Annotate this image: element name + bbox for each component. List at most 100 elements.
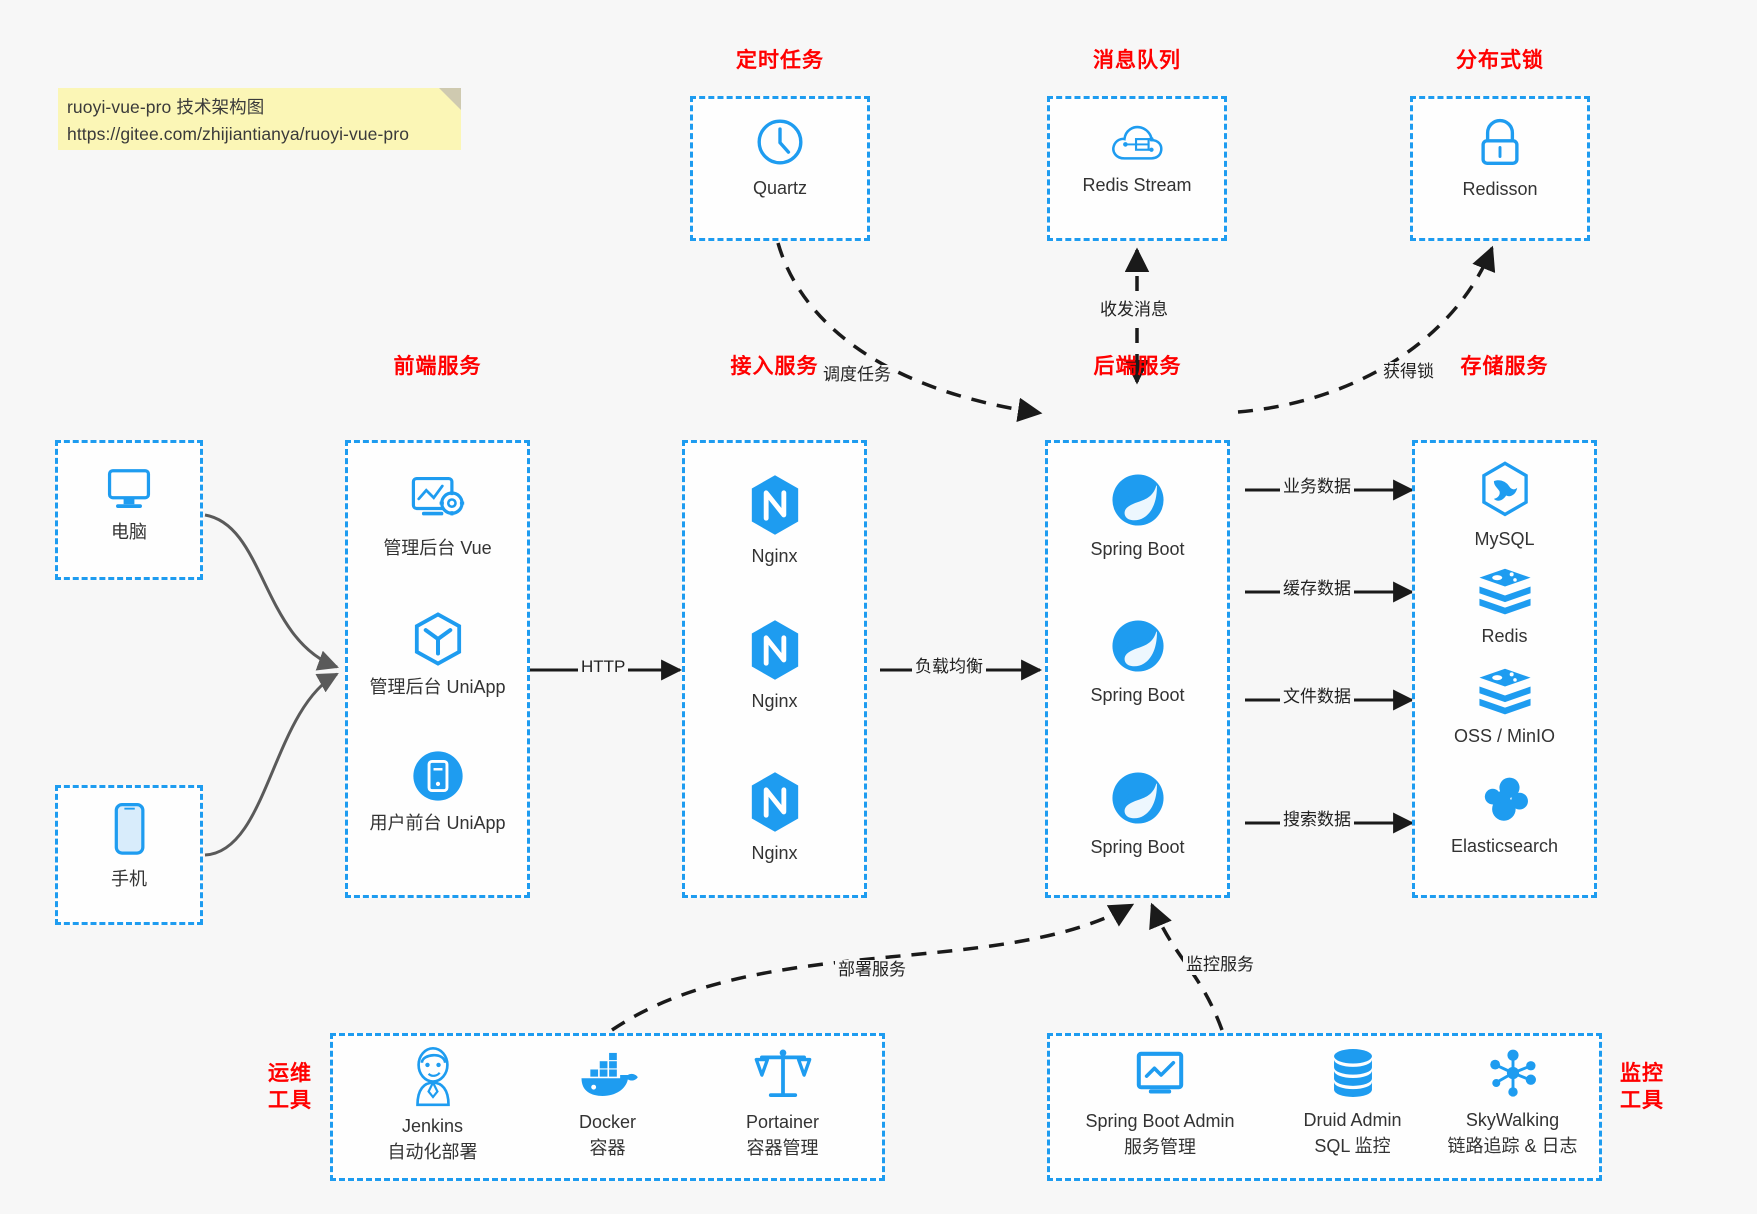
node-sublabel-skywalking: 链路追踪 & 日志 <box>1447 1136 1578 1156</box>
node-nginx-1[interactable]: Nginx <box>687 473 862 569</box>
node-admin-uniapp[interactable]: 管理后台 UniApp <box>350 610 525 700</box>
spring-leaf-icon <box>1108 470 1168 530</box>
elasticsearch-icon <box>1477 773 1533 827</box>
group-title-distributed-lock: 分布式锁 <box>1456 49 1544 72</box>
mysql-dolphin-icon <box>1476 460 1534 520</box>
node-phone[interactable]: 手机 <box>60 800 198 892</box>
node-springboot-3[interactable]: Spring Boot <box>1050 768 1225 860</box>
node-label-springboot-1: Spring Boot <box>1090 539 1185 559</box>
node-redis-stream[interactable]: Redis Stream <box>1057 118 1217 198</box>
node-label-computer: 电脑 <box>111 522 147 542</box>
node-sublabel-portainer: 容器管理 <box>746 1138 819 1158</box>
monitor-chart-icon <box>1131 1048 1189 1102</box>
edge-label-acquire-lock: 获得锁 <box>1380 362 1437 382</box>
scales-icon <box>753 1045 813 1103</box>
node-label-mysql: MySQL <box>1474 529 1535 549</box>
group-title-devops: 运维 工具 <box>268 1062 312 1112</box>
node-label-redis-stream: Redis Stream <box>1082 175 1192 195</box>
edge-label-load-balance: 负载均衡 <box>912 657 986 677</box>
node-label-oss-minio: OSS / MinIO <box>1453 726 1556 746</box>
node-label-springboot-3: Spring Boot <box>1090 837 1185 857</box>
edge-label-file-data: 文件数据 <box>1280 687 1354 707</box>
clock-icon <box>753 115 807 169</box>
group-box-computer <box>55 440 203 580</box>
node-druid-admin[interactable]: Druid Admin SQL 监控 <box>1265 1045 1440 1159</box>
node-sublabel-druid-admin: SQL 监控 <box>1314 1136 1391 1156</box>
edge-label-deploy-service: 部署服务 <box>835 960 909 980</box>
node-label-user-uniapp: 用户前台 UniApp <box>369 813 506 833</box>
edge-label-schedule-task: 调度任务 <box>820 365 894 385</box>
node-label-admin-uniapp: 管理后台 UniApp <box>369 677 506 697</box>
note-line-1: ruoyi-vue-pro 技术架构图 <box>67 97 265 117</box>
node-label-quartz: Quartz <box>752 178 808 198</box>
node-label-redis: Redis <box>1481 626 1528 646</box>
group-title-message-queue: 消息队列 <box>1093 49 1181 72</box>
mobile-circle-icon <box>410 748 466 804</box>
node-label-jenkins: Jenkins <box>401 1116 464 1136</box>
node-quartz[interactable]: Quartz <box>700 115 860 201</box>
node-user-uniapp[interactable]: 用户前台 UniApp <box>350 748 525 836</box>
group-title-frontend: 前端服务 <box>393 355 482 378</box>
node-nginx-3[interactable]: Nginx <box>687 770 862 866</box>
group-box-message-queue <box>1047 96 1227 241</box>
edge-label-cache-data: 缓存数据 <box>1280 579 1354 599</box>
node-portainer[interactable]: Portainer 容器管理 <box>695 1045 870 1161</box>
node-docker[interactable]: Docker 容器 <box>520 1047 695 1161</box>
node-label-spring-boot-admin: Spring Boot Admin <box>1085 1111 1235 1131</box>
node-spring-boot-admin[interactable]: Spring Boot Admin 服务管理 <box>1060 1048 1260 1160</box>
spring-leaf-icon <box>1108 768 1168 828</box>
lock-icon <box>1474 116 1526 170</box>
node-redisson[interactable]: Redisson <box>1420 116 1580 202</box>
nginx-icon <box>746 770 804 834</box>
node-label-nginx-3: Nginx <box>751 843 798 863</box>
edge-label-monitor-service: 监控服务 <box>1183 955 1257 975</box>
node-redis[interactable]: Redis <box>1417 565 1592 649</box>
node-label-skywalking: SkyWalking <box>1465 1110 1560 1130</box>
spring-leaf-icon <box>1108 616 1168 676</box>
docker-whale-icon <box>576 1047 640 1103</box>
node-sublabel-spring-boot-admin: 服务管理 <box>1124 1137 1196 1157</box>
redis-stack-icon <box>1475 665 1535 717</box>
cube-icon <box>410 610 466 668</box>
nginx-icon <box>746 473 804 537</box>
group-title-monitor: 监控 工具 <box>1620 1062 1664 1112</box>
dashboard-gear-icon <box>407 473 469 529</box>
desktop-icon <box>102 463 156 513</box>
node-computer[interactable]: 电脑 <box>60 463 198 545</box>
node-label-admin-vue: 管理后台 Vue <box>383 538 492 558</box>
node-label-druid-admin: Druid Admin <box>1303 1110 1402 1130</box>
node-skywalking[interactable]: SkyWalking 链路追踪 & 日志 <box>1420 1045 1605 1159</box>
node-springboot-2[interactable]: Spring Boot <box>1050 616 1225 708</box>
edge-label-search-data: 搜索数据 <box>1280 810 1354 830</box>
node-admin-vue[interactable]: 管理后台 Vue <box>350 473 525 561</box>
nginx-icon <box>746 618 804 682</box>
network-nodes-icon <box>1484 1045 1542 1101</box>
node-jenkins[interactable]: Jenkins 自动化部署 <box>345 1045 520 1165</box>
node-oss-minio[interactable]: OSS / MinIO <box>1417 665 1592 749</box>
cloud-stream-icon <box>1109 118 1165 166</box>
note-line-2: https://gitee.com/zhijiantianya/ruoyi-vu… <box>67 124 410 144</box>
group-box-frontend <box>345 440 530 898</box>
note-fold-corner <box>439 88 461 110</box>
jenkins-butler-icon <box>402 1045 464 1107</box>
node-label-phone: 手机 <box>111 869 147 889</box>
node-label-springboot-2: Spring Boot <box>1090 685 1185 705</box>
edge-label-business-data: 业务数据 <box>1280 477 1354 497</box>
smartphone-icon <box>106 800 152 860</box>
node-label-portainer: Portainer <box>745 1112 820 1132</box>
node-label-redisson: Redisson <box>1462 179 1538 199</box>
node-sublabel-docker: 容器 <box>589 1138 626 1158</box>
edge-label-send-receive-msg: 收发消息 <box>1097 300 1171 320</box>
node-label-docker: Docker <box>578 1112 636 1132</box>
node-label-nginx-1: Nginx <box>751 546 798 566</box>
title-sticky-note: ruoyi-vue-pro 技术架构图 https://gitee.com/zh… <box>58 88 461 150</box>
database-icon <box>1324 1045 1382 1101</box>
node-springboot-1[interactable]: Spring Boot <box>1050 470 1225 562</box>
node-mysql[interactable]: MySQL <box>1417 460 1592 552</box>
group-title-storage: 存储服务 <box>1460 355 1549 378</box>
node-sublabel-jenkins: 自动化部署 <box>387 1142 478 1162</box>
node-elasticsearch[interactable]: Elasticsearch <box>1417 773 1592 859</box>
node-nginx-2[interactable]: Nginx <box>687 618 862 714</box>
redis-stack-icon <box>1475 565 1535 617</box>
